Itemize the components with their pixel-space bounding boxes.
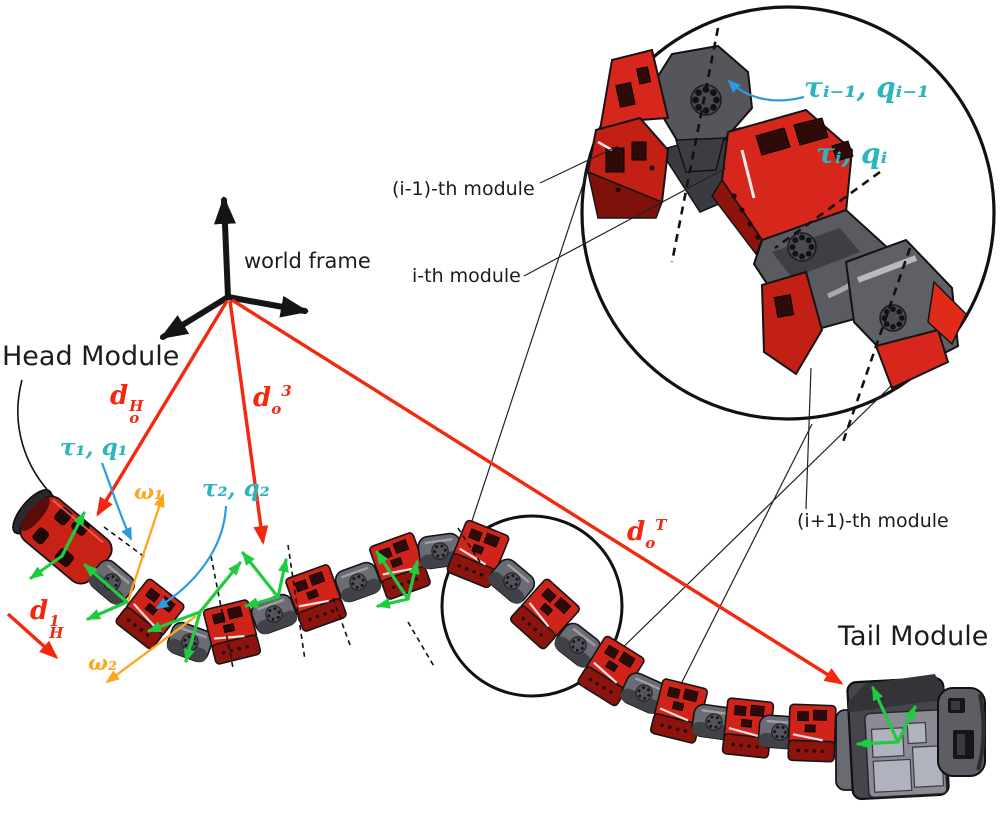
tau1-arrow xyxy=(100,462,132,541)
head-module-label: Head Module xyxy=(2,341,180,372)
module-frames xyxy=(29,511,917,749)
robot-chain xyxy=(12,489,837,763)
inset-modules xyxy=(586,44,967,390)
vector-d-H1 xyxy=(6,612,59,660)
module-prev-label: (i-1)-th module xyxy=(392,178,535,200)
joint-axes-inset xyxy=(670,27,912,443)
tau2-label: τ₂, q₂ xyxy=(202,475,270,502)
d-o3-sup: 3 xyxy=(281,382,292,400)
d-oT-sup: T xyxy=(655,516,667,534)
omega2-arrow xyxy=(105,615,197,684)
head-module-pointer xyxy=(17,379,55,498)
tail-module xyxy=(835,673,986,801)
tail-end-cap xyxy=(937,687,986,777)
body-frame xyxy=(856,686,917,749)
inset-circle xyxy=(580,5,996,421)
vector-d-oH xyxy=(96,300,229,517)
magnifier-connector-lines xyxy=(467,141,935,691)
inset-module-prev xyxy=(586,44,754,219)
chain-joint-gray xyxy=(334,561,382,603)
d-oT-base: d xyxy=(627,517,646,547)
tau2-arrow xyxy=(155,505,228,610)
joint-arrows xyxy=(100,79,805,610)
d-H1-sup: 1 xyxy=(49,612,60,630)
omega-arrows xyxy=(105,493,197,684)
chain-joint-gray xyxy=(250,593,298,635)
body-frame xyxy=(147,561,242,663)
d-oT-label: doT xyxy=(627,518,666,551)
d-o3-base: d xyxy=(253,383,272,413)
leader-lines xyxy=(523,145,812,510)
zoom-source-circle xyxy=(440,514,624,698)
d-oT-sub: o xyxy=(645,534,656,552)
d-oH-base: d xyxy=(110,381,129,411)
chain-module-red xyxy=(787,703,837,763)
module-next-label: (i+1)-th module xyxy=(797,510,949,532)
chain-module-red xyxy=(202,599,262,665)
vector-d-o3 xyxy=(228,300,269,545)
d-o3-sub: o xyxy=(271,400,282,418)
d-oH-sub: o xyxy=(129,408,140,427)
chain-module-red xyxy=(285,564,347,632)
tau-prev-arrow xyxy=(727,79,805,102)
head-module-body xyxy=(12,489,113,585)
tau-prev-label: τᵢ₋₁, qᵢ₋₁ xyxy=(804,71,930,104)
omega2-label: ω₂ xyxy=(88,650,118,675)
d-H1-sub: H xyxy=(49,623,64,642)
chain-module-red xyxy=(446,519,510,589)
d-o3-label: do3 xyxy=(253,384,292,417)
body-frame xyxy=(241,551,289,609)
tau1-label: τ₁, q₁ xyxy=(60,434,128,461)
chain-joint-gray xyxy=(488,558,536,604)
world-frame-label: world frame xyxy=(244,249,371,273)
joint-axes-main xyxy=(103,526,481,669)
position-vectors xyxy=(6,298,844,685)
body-frame xyxy=(375,550,420,609)
tail-module-label: Tail Module xyxy=(838,621,989,652)
omega1-arrow xyxy=(126,493,165,602)
vector-d-oT xyxy=(231,298,844,685)
world-frame-axes xyxy=(159,196,309,340)
chain-joint-gray xyxy=(620,672,668,714)
chain-joint-gray xyxy=(691,703,737,741)
body-frame xyxy=(83,563,129,621)
d-H1-base: d xyxy=(30,596,49,626)
chain-module-red xyxy=(510,578,580,650)
body-frame xyxy=(29,511,86,580)
inset-module-next xyxy=(760,238,967,390)
tau-i-label: τᵢ, qᵢ xyxy=(816,137,888,170)
d-oH-sup: H xyxy=(129,397,144,415)
module-i-label: i-th module xyxy=(412,265,521,287)
chain-joint-gray xyxy=(554,622,602,668)
omega1-label: ω₁ xyxy=(134,479,164,504)
